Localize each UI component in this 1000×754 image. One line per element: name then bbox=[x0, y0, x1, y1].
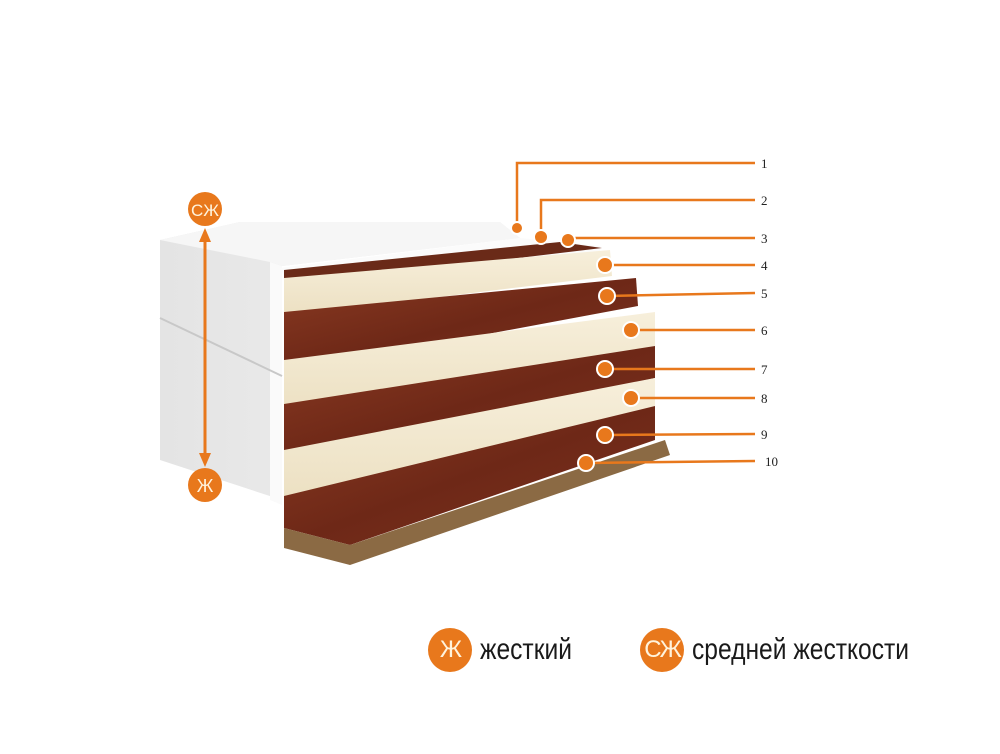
layer-label: 1 bbox=[761, 156, 768, 171]
layer-label: 9 bbox=[761, 427, 768, 442]
legend-label: средней жесткости bbox=[692, 633, 910, 666]
layer-10-base bbox=[284, 440, 670, 565]
layer-label: 2 bbox=[761, 193, 768, 208]
layer-5-coir bbox=[284, 278, 638, 372]
layer-label: 3 bbox=[761, 231, 768, 246]
callout-dots bbox=[510, 221, 640, 472]
medium-badge: СЖ bbox=[640, 628, 684, 672]
layer-6-latex bbox=[284, 312, 655, 414]
layer-label: 5 bbox=[761, 286, 768, 301]
callouts bbox=[515, 161, 756, 465]
hard-badge: Ж bbox=[428, 628, 472, 672]
axis-bottom-badge: Ж bbox=[197, 476, 214, 496]
layer-label: 6 bbox=[761, 323, 768, 338]
layer-4-latex bbox=[284, 250, 612, 316]
layer-9-coir bbox=[284, 406, 655, 545]
legend-label: жесткий bbox=[480, 633, 572, 666]
layer-label: 7 bbox=[761, 362, 768, 377]
axis-top-badge: СЖ bbox=[191, 201, 219, 220]
legend-item-hard: Ж жесткий bbox=[428, 628, 592, 672]
layer-label: 8 bbox=[761, 391, 768, 406]
layer-8-latex bbox=[284, 378, 655, 500]
layer-label: 4 bbox=[761, 258, 768, 273]
stiffness-axis: СЖ Ж bbox=[188, 192, 222, 502]
layer-numbers: 1 2 3 4 5 6 7 8 9 10 bbox=[761, 156, 778, 469]
legend-item-medium: СЖ средней жесткости bbox=[640, 628, 957, 672]
layer-label: 10 bbox=[765, 454, 778, 469]
layer-slabs bbox=[284, 242, 670, 565]
